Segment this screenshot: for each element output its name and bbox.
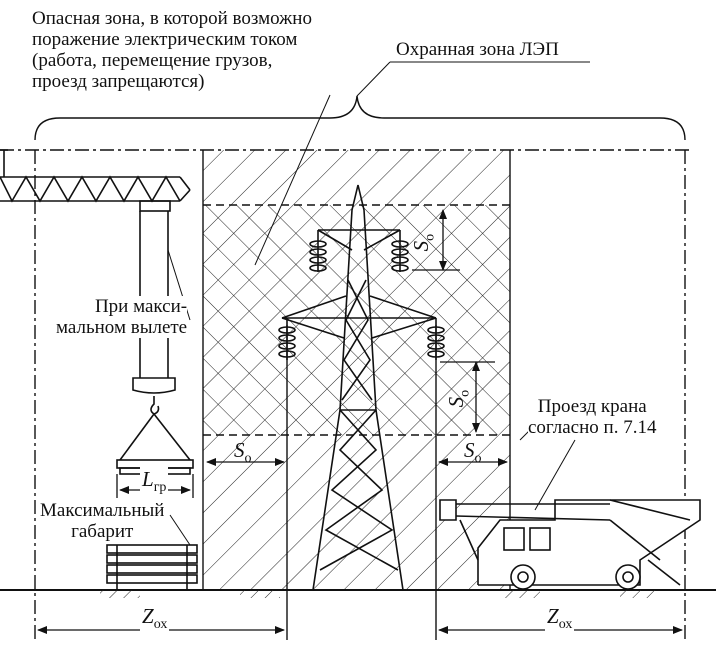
dim-protection-right: Zох xyxy=(545,604,575,634)
dim-safe-horizontal-left: Sо xyxy=(232,438,254,467)
transmission-tower xyxy=(278,184,445,591)
dim-safe-lower-sub: о xyxy=(457,389,473,397)
danger-zone-line-4: проезд запрещаются) xyxy=(32,71,205,92)
dim-load-length: Lгр xyxy=(140,467,169,497)
dim-safe-left-symbol: S xyxy=(234,438,245,462)
danger-zone-line-1: Опасная зона, в которой возможно xyxy=(32,8,312,29)
dim-safe-vertical-upper: Sо xyxy=(409,232,438,254)
zone-boundaries xyxy=(0,149,690,640)
danger-zone-line-3: (работа, перемещение грузов, xyxy=(32,50,273,71)
protection-zone-leader xyxy=(356,61,391,97)
crane-passage-line-2: согласно п. 7.14 xyxy=(528,417,657,438)
protection-zone-label: Охранная зона ЛЭП xyxy=(396,39,559,60)
max-reach-label: При макси- мальном вылете xyxy=(56,296,188,338)
dim-load-length-sub: гр xyxy=(153,480,167,496)
insulator-lower-left xyxy=(278,318,296,360)
dim-safe-left-sub: о xyxy=(244,451,252,467)
dim-safe-horizontal-right: Sо xyxy=(462,438,484,467)
protection-zone-brace xyxy=(34,95,686,141)
dim-load-length-symbol: L xyxy=(142,467,154,491)
dim-safe-lower-symbol: S xyxy=(444,396,469,408)
insulator-upper-left xyxy=(309,230,327,272)
dim-protection-left: Zох xyxy=(140,604,170,634)
dim-protection-right-sub: ох xyxy=(558,617,573,633)
dim-safe-right-symbol: S xyxy=(464,438,475,462)
max-reach-line-1: При макси- xyxy=(94,296,188,317)
dim-protection-left-sub: ох xyxy=(153,617,168,633)
dim-protection-left-symbol: Z xyxy=(142,604,154,628)
tower-crane xyxy=(0,149,198,590)
danger-zone-line-2: поражение электрическим током xyxy=(32,29,298,50)
danger-zone-label: Опасная зона, в которой возможно поражен… xyxy=(32,8,312,92)
dim-safe-upper-sub: о xyxy=(422,233,438,241)
crane-passage-line-1: Проезд крана xyxy=(537,396,647,417)
ground xyxy=(0,589,716,598)
max-reach-line-2: мальном вылете xyxy=(56,317,188,338)
crane-passage-label: Проезд крана согласно п. 7.14 xyxy=(528,396,657,438)
insulator-lower-right xyxy=(427,318,445,360)
mobile-crane xyxy=(439,499,701,590)
dim-safe-upper-symbol: S xyxy=(409,240,434,252)
danger-zone-leader xyxy=(254,94,331,266)
dim-safe-vertical-lower: Sо xyxy=(444,388,473,410)
max-size-label: Максимальный габарит xyxy=(40,500,165,542)
dim-safe-right-sub: о xyxy=(474,451,482,467)
max-size-line-1: Максимальный xyxy=(40,500,165,521)
max-size-line-2: габарит xyxy=(71,521,134,542)
dim-protection-right-symbol: Z xyxy=(547,604,559,628)
danger-zone-hatch xyxy=(203,204,510,436)
insulator-upper-right xyxy=(391,230,409,272)
